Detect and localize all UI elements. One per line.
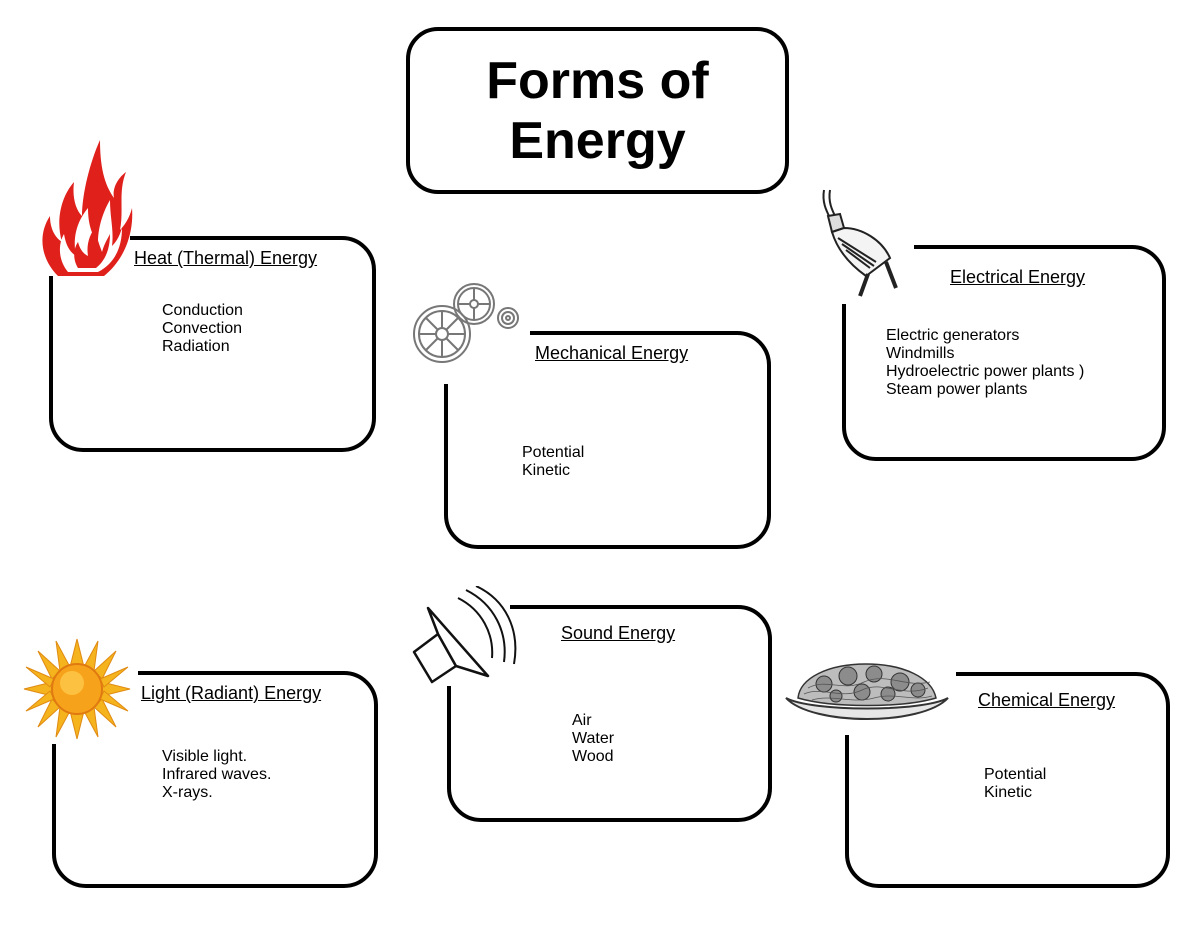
list-item: Air (572, 712, 592, 729)
list-item: Water (572, 730, 615, 747)
electrical-energy-list: Electric generators Windmills Hydroelect… (886, 327, 1084, 399)
gears-icon (413, 283, 519, 363)
light-energy-title: Light (Radiant) Energy (139, 683, 324, 703)
sound-energy-card (447, 605, 772, 822)
light-energy-list: Visible light. Infrared waves. X-rays. (162, 748, 271, 802)
list-item: Infrared waves. (162, 766, 272, 783)
food-plate-icon (785, 663, 949, 720)
heat-energy-title: Heat (Thermal) Energy (132, 248, 320, 268)
speaker-icon (412, 586, 517, 684)
title-line-1: Forms of (486, 51, 709, 110)
list-item: Radiation (162, 338, 230, 355)
title-line-2: Energy (509, 111, 686, 170)
chemical-energy-title: Chemical Energy (976, 690, 1118, 710)
list-item: X-rays. (162, 784, 213, 801)
sound-energy-title: Sound Energy (559, 623, 678, 643)
plug-icon (822, 189, 898, 297)
chemical-energy-list: Potential Kinetic (984, 766, 1046, 802)
list-item: Hydroelectric power plants ) (886, 363, 1085, 380)
electrical-energy-title: Electrical Energy (948, 267, 1088, 287)
list-item: Kinetic (984, 784, 1033, 801)
sun-icon (23, 638, 131, 740)
light-energy-card (52, 671, 378, 888)
list-item: Conduction (162, 302, 243, 319)
sound-energy-list: Air Water Wood (572, 712, 614, 766)
chemical-energy-card (845, 672, 1170, 888)
heat-energy-card (49, 236, 376, 452)
list-item: Potential (984, 766, 1047, 783)
list-item: Convection (162, 320, 243, 337)
list-item: Visible light. (162, 748, 248, 765)
mechanical-energy-list: Potential Kinetic (522, 444, 584, 480)
heat-energy-list: Conduction Convection Radiation (162, 302, 243, 356)
electrical-energy-card (842, 245, 1166, 461)
list-item: Windmills (886, 345, 955, 362)
diagram-title: Forms of Energy (406, 27, 789, 194)
list-item: Electric generators (886, 327, 1020, 344)
mechanical-energy-title: Mechanical Energy (533, 343, 691, 363)
list-item: Steam power plants (886, 381, 1028, 398)
list-item: Kinetic (522, 462, 571, 479)
mechanical-energy-card (444, 331, 771, 549)
list-item: Potential (522, 444, 585, 461)
flame-icon (42, 140, 133, 276)
list-item: Wood (572, 748, 614, 765)
